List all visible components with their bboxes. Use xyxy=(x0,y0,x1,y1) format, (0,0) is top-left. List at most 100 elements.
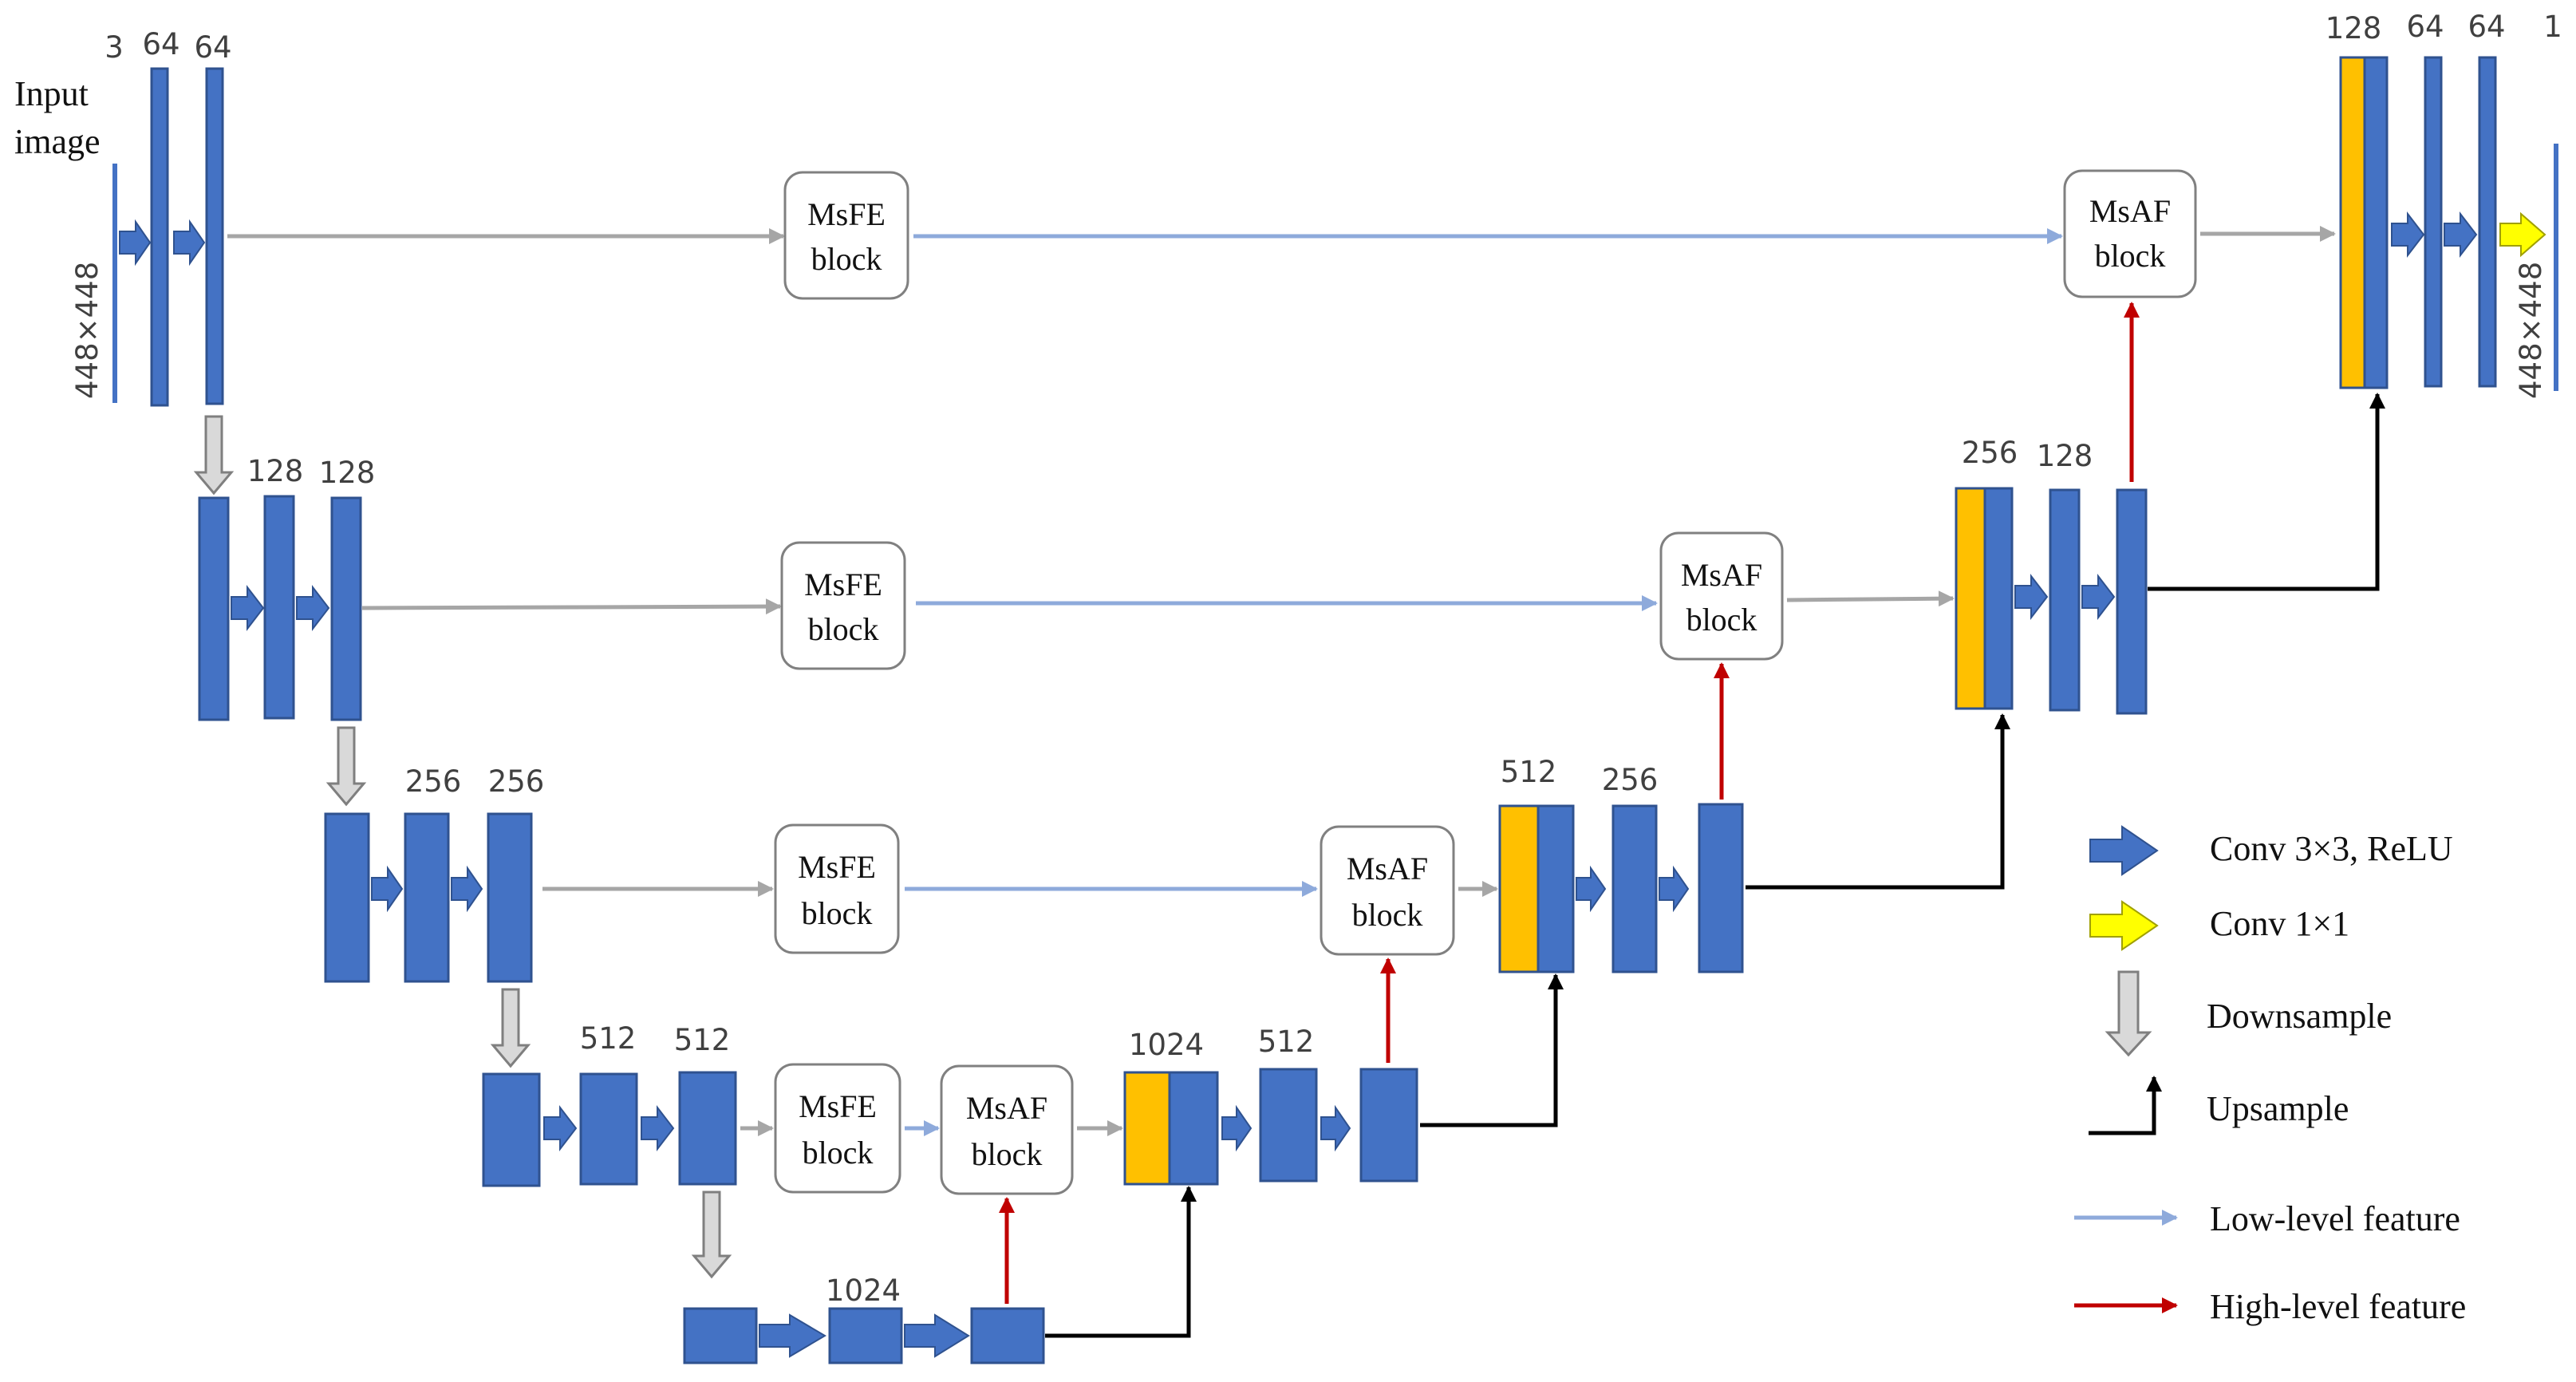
dec4-concat-feature-copy xyxy=(1123,1071,1171,1186)
msfe-block-level4-line2: block xyxy=(803,1135,874,1171)
msaf-block-level2-line2: block xyxy=(1686,602,1757,638)
enc4-input-block xyxy=(482,1072,541,1187)
legend-conv1x1-arrow-icon xyxy=(2089,900,2159,951)
dec3-conv-block-1 xyxy=(1611,804,1658,973)
conv3-arrow xyxy=(2014,574,2049,620)
conv3-arrow xyxy=(296,585,330,631)
bottleneck-conv-block-2 xyxy=(970,1307,1045,1364)
msfe-block-level1-line1: MsFE xyxy=(807,196,886,232)
msaf-block-level3 xyxy=(1320,825,1455,956)
channel-label-dec2-concat: 256 xyxy=(1962,436,2018,470)
channel-label-dec3-concat: 512 xyxy=(1501,755,1557,789)
msfe-block-level4-line1: MsFE xyxy=(799,1088,877,1124)
dec4-upsampled-block xyxy=(1168,1071,1219,1186)
msfe-block-level3 xyxy=(774,823,900,954)
dec4-conv-block-2 xyxy=(1359,1068,1418,1183)
enc3-conv-block-2 xyxy=(487,812,533,983)
msaf-block-level2 xyxy=(1659,531,1784,661)
enc2-conv-block-2 xyxy=(330,496,362,721)
conv3-arrow xyxy=(641,1105,675,1151)
msfe-block-level1-line2: block xyxy=(811,241,882,277)
msaf-block-level2-line1: MsAF xyxy=(1681,557,1762,593)
dec2-concat-feature-copy xyxy=(1955,487,1986,710)
enc2-input-block xyxy=(198,496,230,721)
channel-label-enc2-b: 128 xyxy=(319,456,376,490)
channel-label-enc3-a: 256 xyxy=(405,764,462,799)
legend-upsample-arrow-icon xyxy=(2089,1076,2162,1135)
msaf-block-level1-line1: MsAF xyxy=(2089,193,2171,229)
channel-label-enc2-a: 128 xyxy=(247,454,304,488)
conv3-arrow xyxy=(904,1313,970,1358)
downsample-arrow-4 xyxy=(691,1190,732,1279)
channel-label-dec3-out: 256 xyxy=(1602,763,1659,797)
upsample-arrow-bottleneck-to-dec4 xyxy=(1045,1186,1197,1338)
conv3-arrow xyxy=(2391,211,2425,258)
skip-arrow-level2 xyxy=(361,598,782,615)
dec1-conv-block-1 xyxy=(2424,56,2443,388)
channel-label-3: 3 xyxy=(105,30,124,65)
legend-conv3-label: Conv 3×3, ReLU xyxy=(2210,829,2453,868)
conv3-arrow xyxy=(1221,1104,1252,1152)
downsample-arrow-2 xyxy=(325,726,367,807)
downsample-arrow-3 xyxy=(490,988,531,1068)
upsample-arrow-dec4-to-dec3 xyxy=(1420,973,1564,1127)
msaf-block-level4 xyxy=(940,1064,1074,1195)
conv3-arrow xyxy=(451,865,483,913)
conv3-arrow xyxy=(119,219,152,267)
legend-upsample-label: Upsample xyxy=(2207,1089,2349,1128)
legend-downsample-arrow-icon xyxy=(2105,970,2152,1057)
msfe-block-level4 xyxy=(774,1063,901,1194)
msfe-block-level3-line1: MsFE xyxy=(798,849,876,885)
conv3-arrow xyxy=(1659,865,1690,913)
channel-label-enc1-b: 64 xyxy=(194,30,231,65)
channel-label-enc3-b: 256 xyxy=(488,764,545,799)
channel-label-output: 1 xyxy=(2543,10,2562,44)
channel-label-bottleneck: 1024 xyxy=(826,1273,901,1308)
channel-label-dec2-out: 128 xyxy=(2037,439,2093,473)
dec2-conv-block-1 xyxy=(2049,488,2081,712)
input-size-label: 448×448 xyxy=(70,262,105,399)
channel-label-dec4-out: 512 xyxy=(1258,1025,1315,1059)
enc3-conv-block-1 xyxy=(404,812,450,983)
msaf-block-level1-line2: block xyxy=(2095,238,2166,274)
legend: Conv 3×3, ReLU Conv 1×1 Downsample Upsam… xyxy=(2074,825,2466,1326)
msaf-block-level3-line2: block xyxy=(1352,897,1423,933)
conv3-arrow xyxy=(371,865,404,913)
upsample-arrow-dec2-to-dec1 xyxy=(2148,393,2385,591)
output-size-label: 448×448 xyxy=(2514,262,2548,399)
conv3-arrow xyxy=(173,219,206,267)
enc3-input-block xyxy=(324,812,370,983)
channel-label-enc1-a: 64 xyxy=(142,27,179,61)
legend-downsample-label: Downsample xyxy=(2207,997,2392,1036)
msfe-block-level3-line2: block xyxy=(802,895,873,931)
downsample-arrow-1 xyxy=(193,415,235,496)
legend-conv3-arrow-icon xyxy=(2089,825,2159,876)
dec3-concat-feature-copy xyxy=(1498,804,1540,973)
dec1-upsampled-block xyxy=(2363,56,2389,389)
msfe-block-level1 xyxy=(783,171,909,300)
channel-label-dec1-concat: 128 xyxy=(2326,11,2382,45)
conv3-arrow xyxy=(1320,1104,1351,1152)
skip-arrow-to-concat-level2 xyxy=(1786,590,1955,607)
bottleneck-input-block xyxy=(683,1307,758,1364)
channel-label-dec1-b: 64 xyxy=(2468,10,2505,44)
conv3-arrow xyxy=(2444,211,2478,258)
legend-high-level-label: High-level feature xyxy=(2210,1287,2466,1326)
channel-label-enc4-b: 512 xyxy=(674,1023,731,1057)
msfe-block-level2-line2: block xyxy=(808,611,879,647)
msfe-block-level2 xyxy=(780,541,906,670)
dec4-conv-block-1 xyxy=(1259,1068,1318,1183)
conv1x1-arrow xyxy=(2499,211,2546,258)
conv3-arrow xyxy=(543,1105,578,1151)
conv3-arrow xyxy=(231,585,265,631)
conv3-arrow xyxy=(1576,865,1607,913)
enc1-conv-block-2 xyxy=(205,67,224,405)
channel-label-enc4-a: 512 xyxy=(580,1021,637,1056)
channel-label-dec1-a: 64 xyxy=(2406,10,2444,44)
input-label-line1: Input xyxy=(14,74,89,113)
dec1-concat-feature-copy xyxy=(2339,56,2366,389)
conv3-arrow xyxy=(759,1313,826,1358)
bottleneck-conv-block-1 xyxy=(828,1307,903,1364)
dec3-conv-block-2 xyxy=(1698,803,1744,973)
msaf-block-level3-line1: MsAF xyxy=(1347,851,1428,886)
